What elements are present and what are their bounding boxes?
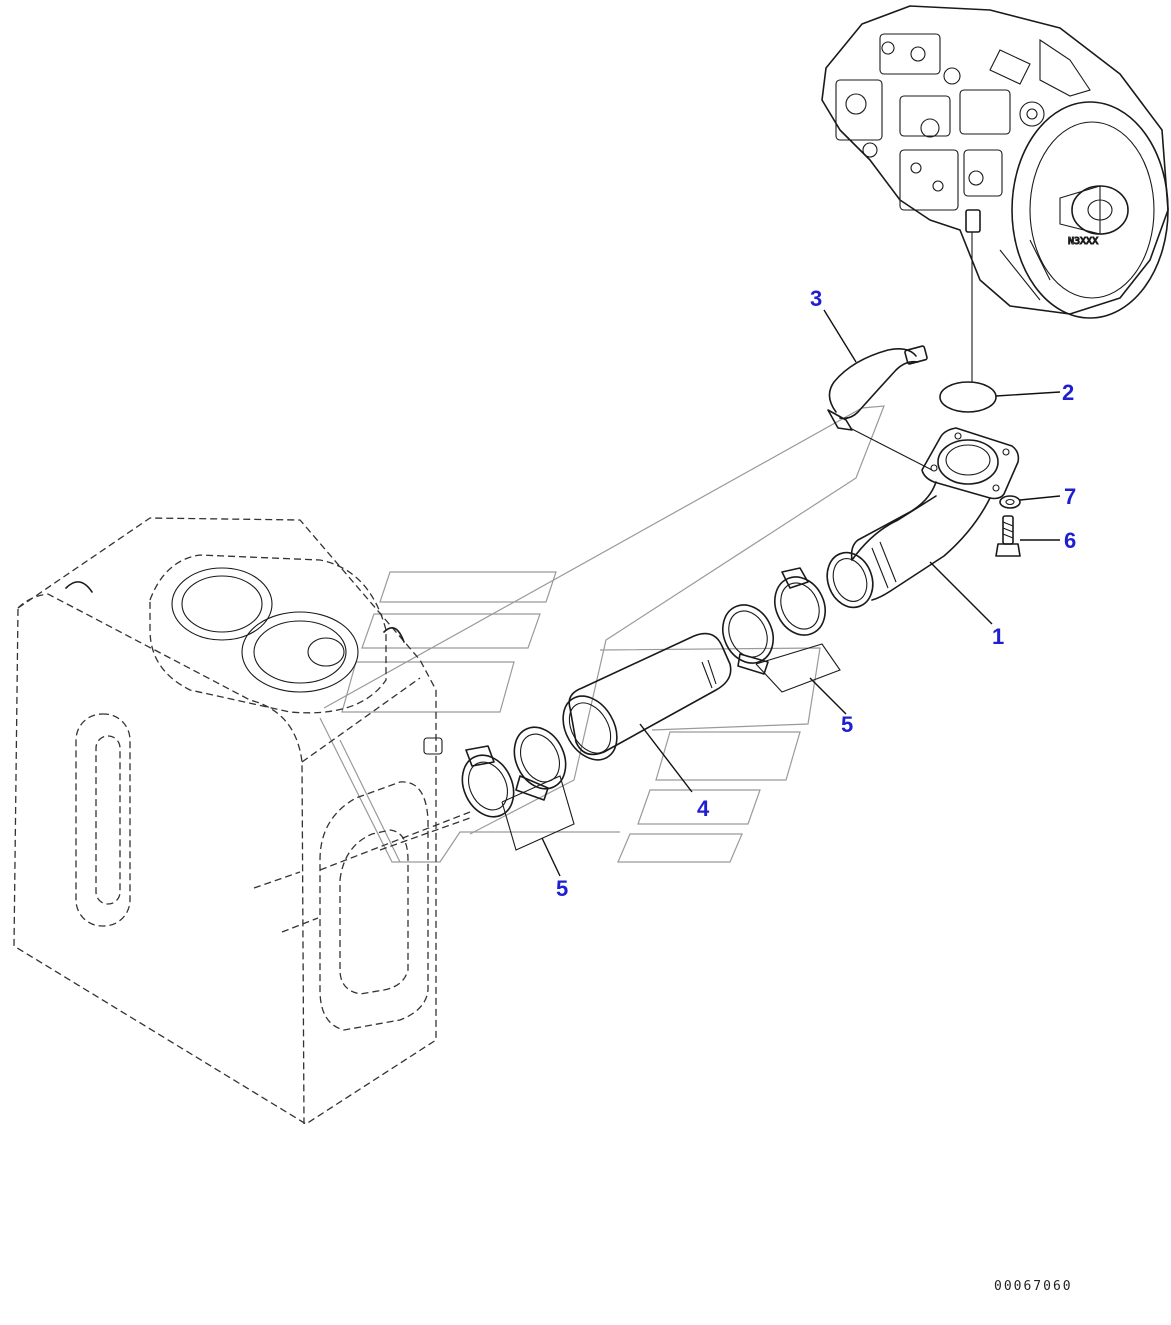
hydraulic-tank [13, 517, 471, 1125]
hydraulic-pump: N3XXX [821, 5, 1169, 319]
callout-6: 6 [1064, 528, 1076, 553]
suction-hose [562, 632, 732, 793]
watermark-logo [319, 405, 885, 863]
callout-2: 2 [1062, 380, 1074, 405]
callout-5-upper: 5 [841, 712, 853, 737]
document-number: 00067060 [994, 1279, 1073, 1294]
callout-5-lower: 5 [556, 876, 568, 901]
callout-7: 7 [1064, 484, 1076, 509]
spring-washer [999, 495, 1061, 509]
hose-clamp-upper [722, 567, 847, 715]
hose-clamp-lower [461, 726, 575, 877]
callout-1: 1 [992, 624, 1004, 649]
bolt [995, 515, 1060, 557]
callout-3: 3 [810, 286, 822, 311]
o-ring [939, 381, 1061, 413]
sensor-harness [823, 309, 933, 471]
suction-elbow-pipe [826, 427, 1020, 625]
svg-text:N3XXX: N3XXX [1068, 236, 1098, 247]
callout-4: 4 [697, 796, 710, 821]
